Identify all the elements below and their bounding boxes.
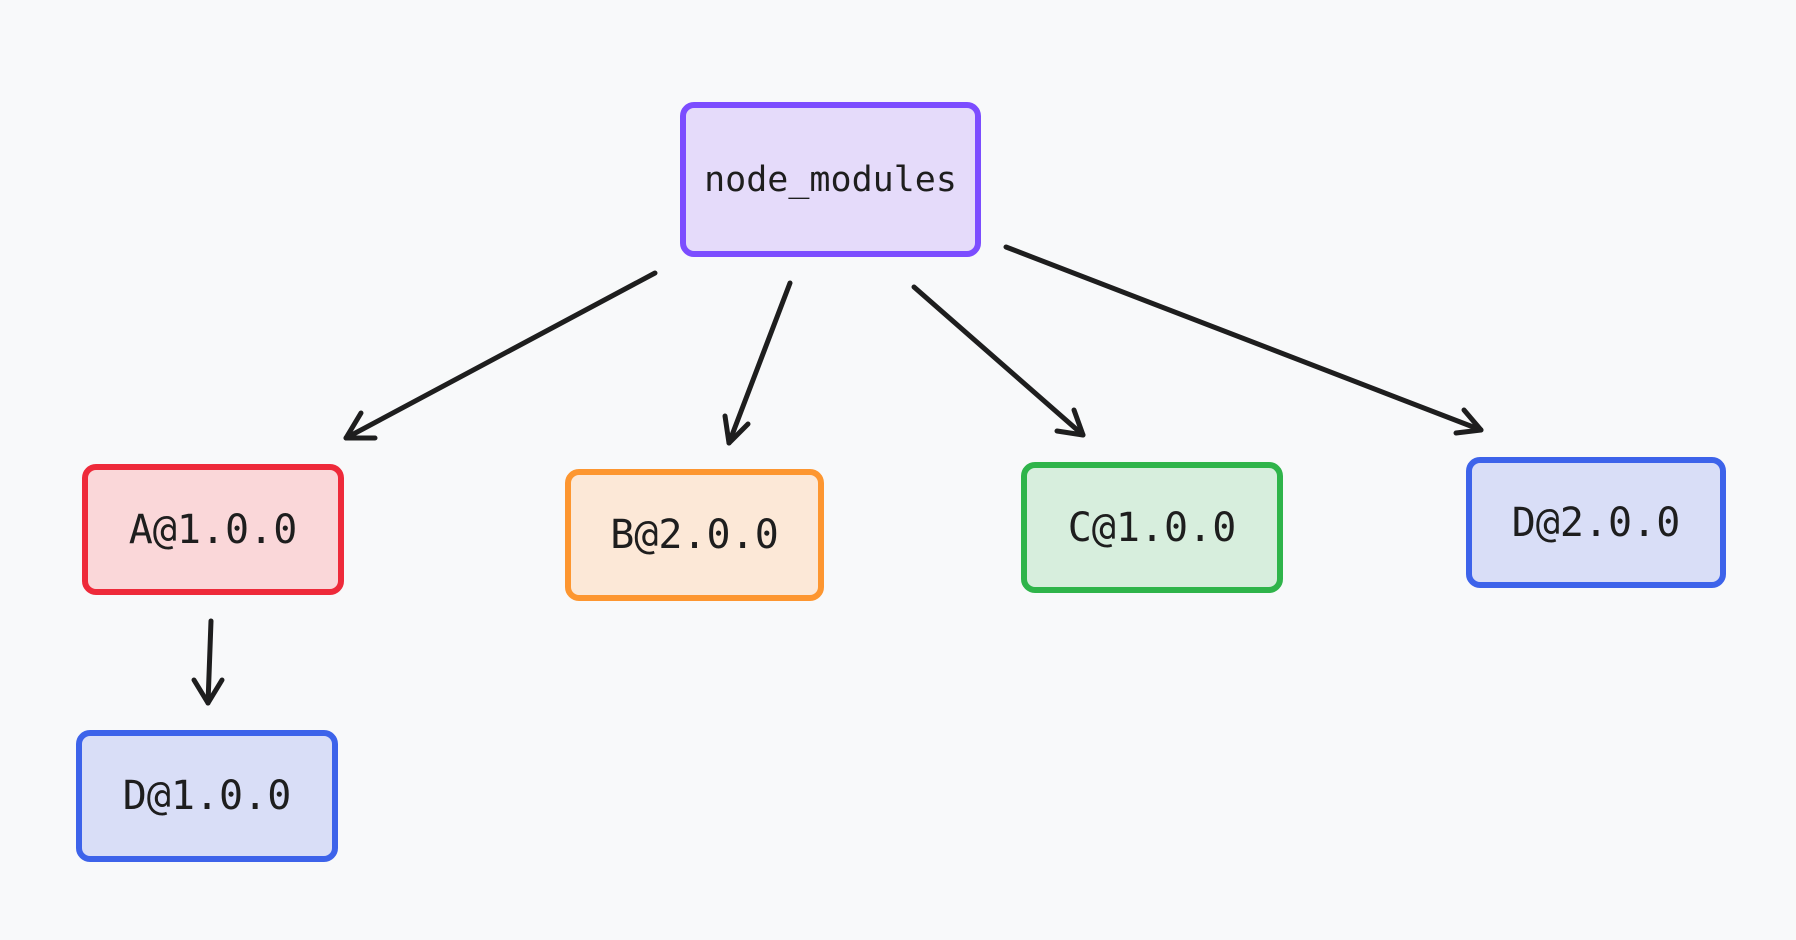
package-a-1-0-0-label: A@1.0.0 xyxy=(128,506,298,553)
package-d-2-0-0-box[interactable]: D@2.0.0 xyxy=(1466,457,1726,588)
package-b-2-0-0-box[interactable]: B@2.0.0 xyxy=(565,469,824,601)
edge-node-modules-to-c xyxy=(911,284,1086,438)
package-d-1-0-0-label: D@1.0.0 xyxy=(122,773,292,819)
package-c-1-0-0-label: C@1.0.0 xyxy=(1067,504,1237,551)
package-b-2-0-0-label: B@2.0.0 xyxy=(610,512,779,558)
package-c-1-0-0-box[interactable]: C@1.0.0 xyxy=(1021,462,1283,593)
edge-node-modules-to-a xyxy=(343,270,658,441)
package-a-1-0-0-box[interactable]: A@1.0.0 xyxy=(82,464,344,595)
package-d-2-0-0-label: D@2.0.0 xyxy=(1511,499,1681,546)
node-modules-label: node_modules xyxy=(704,159,957,200)
edge-a-to-d1 xyxy=(191,618,225,706)
package-d-1-0-0-box[interactable]: D@1.0.0 xyxy=(76,730,338,862)
node-modules-box[interactable]: node_modules xyxy=(680,102,981,257)
edge-node-modules-to-d2 xyxy=(1003,244,1484,436)
edge-node-modules-to-b xyxy=(722,280,793,446)
